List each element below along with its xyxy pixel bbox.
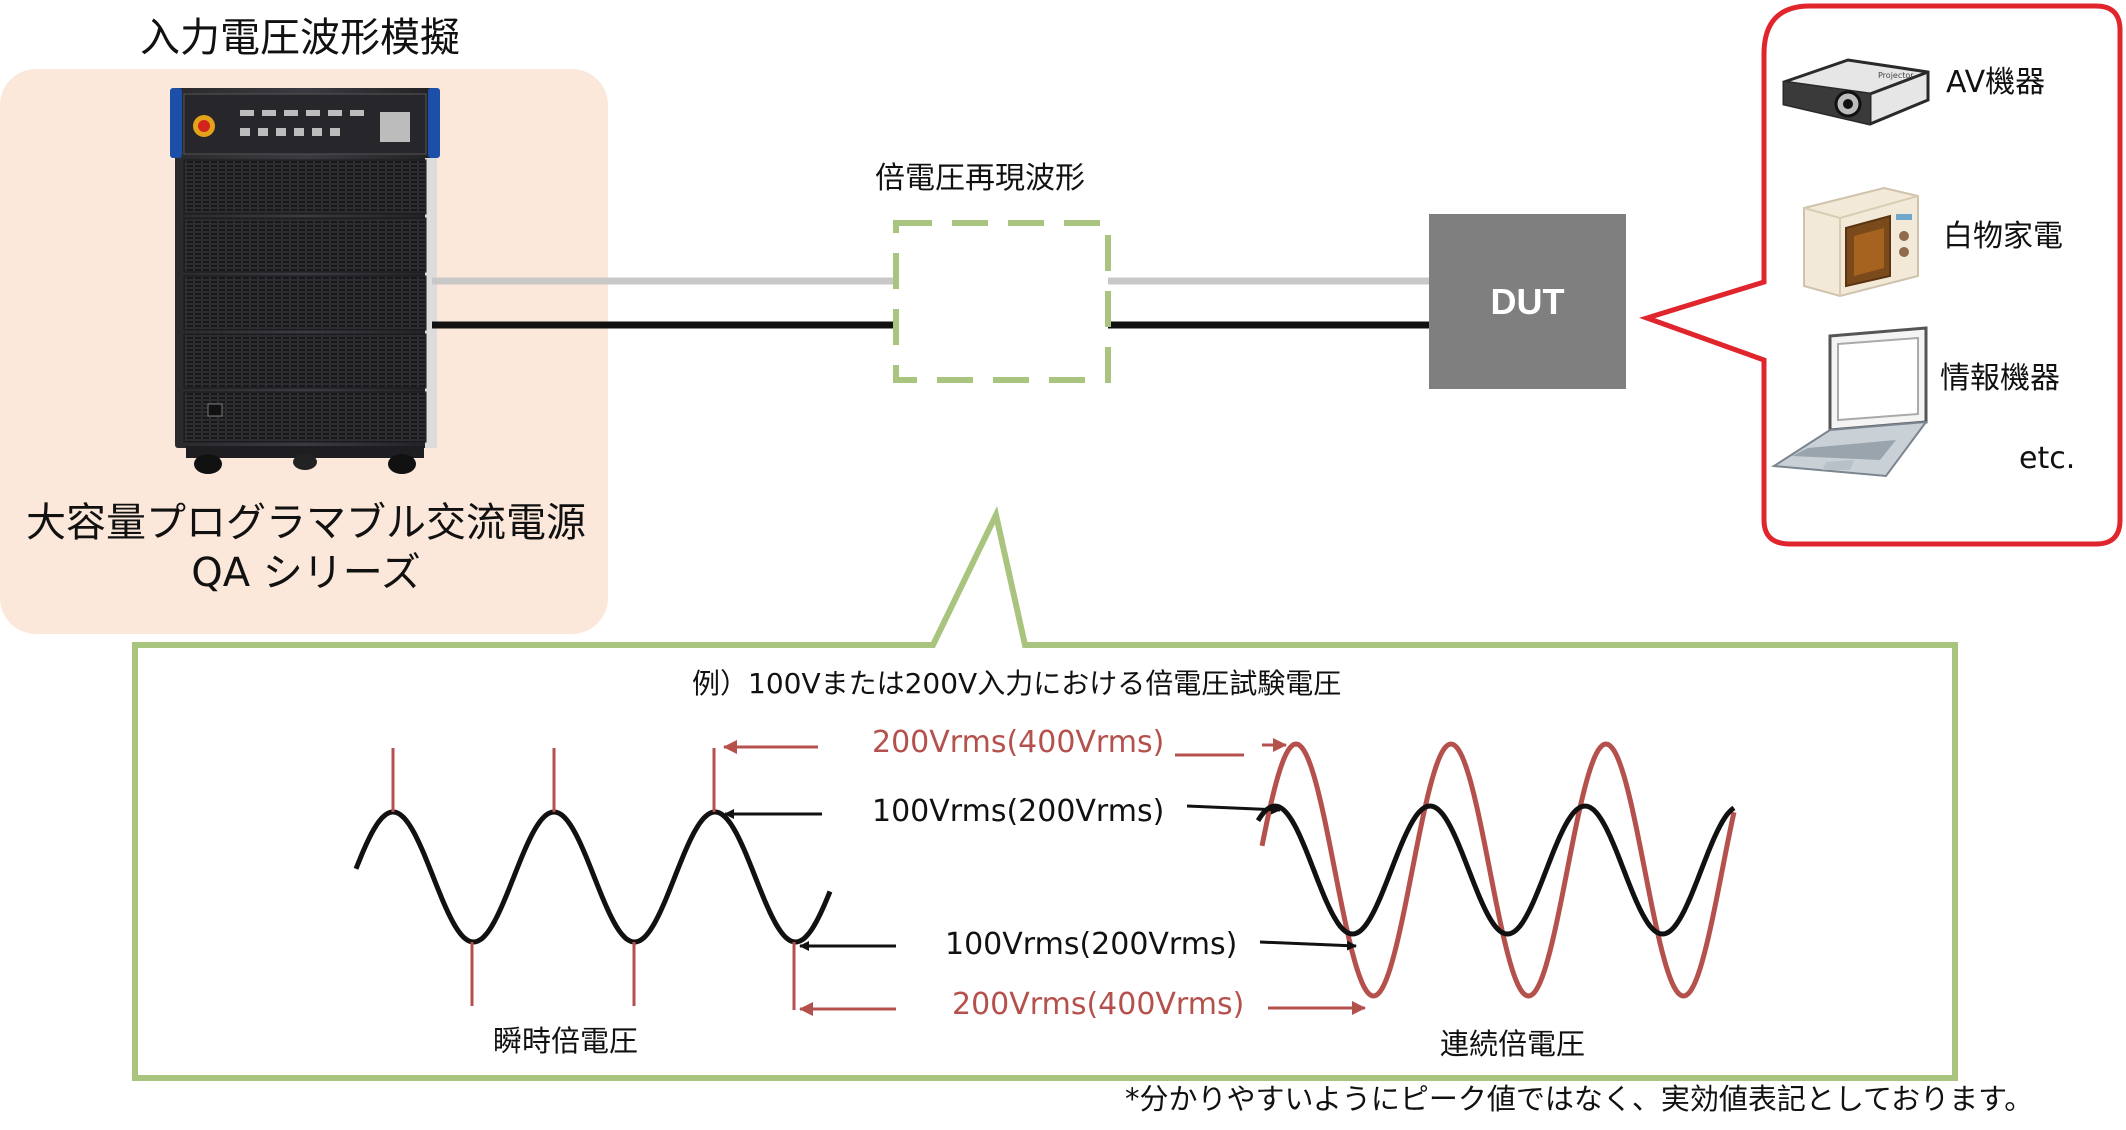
- laptop-icon: [1771, 326, 1929, 478]
- double-voltage-dashed-box: [893, 220, 1111, 383]
- example-caption: 例）100Vまたは200V入力における倍電圧試験電圧: [692, 667, 1342, 700]
- red-label-top: 200Vrms(400Vrms): [872, 725, 1165, 760]
- continuous-label: 連続倍電圧: [1440, 1027, 1586, 1061]
- black-label-bottom: 100Vrms(200Vrms): [945, 927, 1238, 962]
- instantaneous-label: 瞬時倍電圧: [493, 1024, 639, 1058]
- device-appliance-label: 白物家電: [1943, 219, 2063, 254]
- instantaneous-sine-wave: [353, 809, 833, 945]
- continuous-waveform: [1255, 741, 1737, 999]
- footnote: *分かりやすいようにピーク値ではなく、実効値表記としております。: [1125, 1082, 2034, 1116]
- product-name-line1: 大容量プログラマブル交流電源: [26, 500, 586, 546]
- instantaneous-waveform: [353, 748, 833, 1010]
- device-speech-bubble: [1639, 3, 2123, 547]
- black-arrow-bottom-right: [1259, 940, 1357, 951]
- black-label-top: 100Vrms(200Vrms): [872, 794, 1165, 829]
- device-info-label: 情報機器: [1940, 361, 2060, 396]
- projector-icon: Projector: [1782, 58, 1930, 126]
- example-callout-panel: [132, 505, 1958, 1081]
- product-name: 大容量プログラマブル交流電源 QA シリーズ: [4, 498, 608, 598]
- continuous-black-wave: [1255, 803, 1736, 937]
- device-av-label: AV機器: [1946, 65, 2046, 100]
- red-label-bottom: 200Vrms(400Vrms): [952, 987, 1245, 1022]
- power-supply-cabinet: [170, 88, 440, 474]
- device-etc-label: etc.: [2019, 441, 2076, 476]
- dut-box: DUT: [1429, 214, 1626, 389]
- product-name-line2: QA シリーズ: [191, 550, 421, 596]
- microwave-icon: [1803, 186, 1919, 298]
- black-arrow-top-right: [1186, 804, 1281, 815]
- input-waveform-title: 入力電圧波形模擬: [140, 15, 460, 61]
- svg-text:Projector: Projector: [1878, 71, 1914, 80]
- double-voltage-waveform-label: 倍電圧再現波形: [875, 161, 1085, 196]
- continuous-red-wave: [1259, 741, 1737, 999]
